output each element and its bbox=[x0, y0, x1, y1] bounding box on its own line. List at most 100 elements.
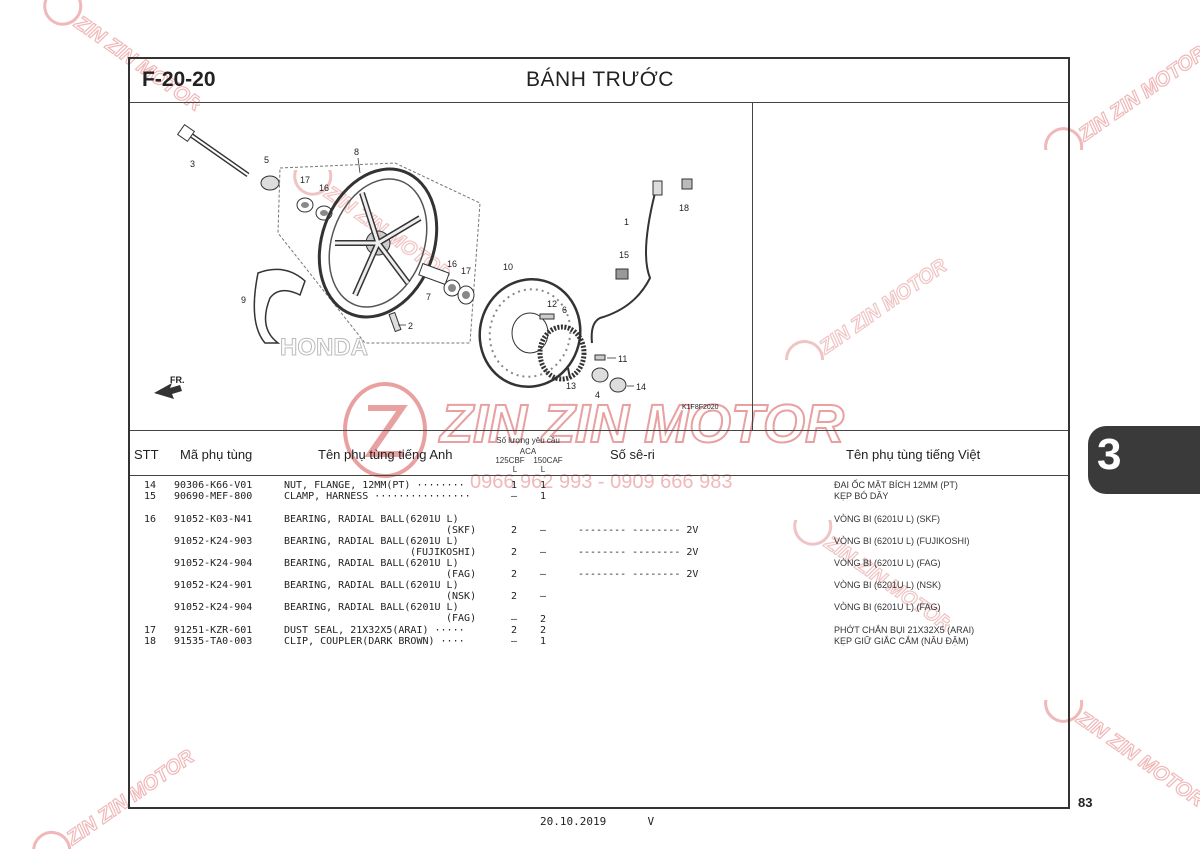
callout-16b: 16 bbox=[447, 259, 457, 269]
row-name-en: CLIP, COUPLER(DARK BROWN) ···· bbox=[284, 636, 465, 647]
row-name-vn: VÒNG BI (6201U L) (SKF) bbox=[834, 514, 941, 524]
row-sub: (FAG) bbox=[446, 569, 477, 580]
row-qty1: 2 bbox=[511, 591, 518, 602]
row-name-vn: KẸP GIỮ GIẮC CẮM (NÂU ĐẬM) bbox=[834, 636, 969, 646]
qty-header-sub1: L bbox=[512, 465, 518, 474]
row-name-vn: ĐAI ỐC MẶT BÍCH 12MM (PT) bbox=[834, 480, 958, 490]
col-header-stt: STT bbox=[134, 447, 159, 462]
chapter-tab[interactable] bbox=[1088, 426, 1200, 494]
row-part-no: 91052-K03-N41 bbox=[174, 514, 253, 525]
row-serial: -------- -------- 2V bbox=[578, 569, 699, 580]
row-qty2: 1 bbox=[540, 491, 547, 502]
row-part-no: 91052-K24-904 bbox=[174, 602, 253, 613]
row-name-en: BEARING, RADIAL BALL(6201U L) bbox=[284, 536, 459, 547]
callout-12: 12 bbox=[547, 299, 557, 309]
honda-wordmark: HONDA bbox=[280, 334, 368, 361]
row-name-vn: PHỚT CHẮN BỤI 21X32X5 (ARAI) bbox=[834, 625, 975, 635]
row-name-vn: KẸP BÓ DÂY bbox=[834, 491, 889, 501]
row-sub: (FUJIKOSHI) bbox=[410, 547, 477, 558]
row-serial: -------- -------- 2V bbox=[578, 525, 699, 536]
table-top-divider bbox=[130, 430, 1068, 431]
row-name-en: CLAMP, HARNESS ················ bbox=[284, 491, 471, 502]
callout-10: 10 bbox=[503, 262, 513, 272]
row-sub: (SKF) bbox=[446, 525, 477, 536]
row-name-vn: VÒNG BI (6201U L) (FAG) bbox=[834, 602, 941, 612]
callout-6: 6 bbox=[562, 305, 567, 315]
row-qty1: 1 bbox=[511, 480, 518, 491]
fr-direction-label: FR. bbox=[170, 375, 185, 385]
row-name-vn: VÒNG BI (6201U L) (NSK) bbox=[834, 580, 942, 590]
callout-17a: 17 bbox=[300, 175, 310, 185]
row-qty1: 2 bbox=[511, 525, 518, 536]
row-stt: 14 bbox=[144, 480, 157, 491]
row-name-en: BEARING, RADIAL BALL(6201U L) bbox=[284, 558, 459, 569]
row-sub: (FAG) bbox=[446, 613, 477, 624]
callout-1: 1 bbox=[624, 217, 629, 227]
row-stt: 17 bbox=[144, 625, 157, 636]
qty-header-title: Số lượng yêu cầu bbox=[496, 436, 560, 445]
callout-5: 5 bbox=[264, 155, 269, 165]
row-name-en: NUT, FLANGE, 12MM(PT) ········ bbox=[284, 480, 465, 491]
row-stt: 15 bbox=[144, 491, 157, 502]
callout-4: 4 bbox=[595, 390, 600, 400]
row-qty1: 2 bbox=[511, 625, 518, 636]
col-header-name-vn: Tên phụ tùng tiếng Việt bbox=[846, 447, 981, 462]
header-divider bbox=[130, 102, 1068, 103]
page-title: BÁNH TRƯỚC bbox=[526, 68, 674, 91]
row-qty1: 2 bbox=[511, 547, 518, 558]
row-qty1: – bbox=[511, 614, 518, 625]
diagram-ref-code: K1F8F2020 bbox=[682, 404, 719, 411]
row-part-no: 91052-K24-903 bbox=[174, 536, 253, 547]
row-part-no: 91052-K24-901 bbox=[174, 580, 253, 591]
callout-18: 18 bbox=[679, 203, 689, 213]
page-frame bbox=[128, 57, 1070, 809]
row-qty1: 2 bbox=[511, 569, 518, 580]
row-part-no: 91535-TA0-003 bbox=[174, 636, 253, 647]
callout-17b: 17 bbox=[461, 266, 471, 276]
row-name-vn: VÒNG BI (6201U L) (FAG) bbox=[834, 558, 941, 568]
callout-8: 8 bbox=[354, 147, 359, 157]
row-name-vn: VÒNG BI (6201U L) (FUJIKOSHI) bbox=[834, 536, 970, 546]
qty-header-sub2: L bbox=[540, 465, 546, 474]
svg-text:ZIN ZIN MOTOR: ZIN ZIN MOTOR bbox=[1074, 42, 1200, 147]
callout-14: 14 bbox=[636, 382, 646, 392]
row-name-en: BEARING, RADIAL BALL(6201U L) bbox=[284, 580, 459, 591]
page-number: 83 bbox=[1078, 795, 1093, 810]
chapter-number: 3 bbox=[1097, 430, 1122, 479]
row-part-no: 91052-K24-904 bbox=[174, 558, 253, 569]
footer-date: 20.10.2019 bbox=[540, 815, 607, 828]
row-qty2: – bbox=[540, 547, 547, 558]
row-sub: (NSK) bbox=[446, 591, 477, 602]
exploded-parts-diagram: 3 5 17 16 8 7 16 17 2 9 HONDA FR. 10 1 bbox=[154, 123, 719, 411]
qty-header-group: ACA bbox=[519, 447, 537, 456]
row-qty2: 1 bbox=[540, 636, 547, 647]
brake-disc bbox=[478, 278, 582, 388]
row-qty2: 2 bbox=[540, 625, 547, 636]
callout-13: 13 bbox=[566, 381, 576, 391]
axle-bolt bbox=[176, 123, 250, 178]
wheel-rim bbox=[317, 167, 439, 319]
callout-3: 3 bbox=[190, 159, 195, 169]
row-qty2: – bbox=[540, 569, 547, 580]
footer: 20.10.2019 V bbox=[540, 815, 654, 828]
row-part-no: 90306-K66-V01 bbox=[174, 480, 253, 491]
col-header-serial: Số sê-ri bbox=[610, 447, 655, 462]
qty-header-col1: 125CBF bbox=[495, 456, 525, 465]
diagram-code: F-20-20 bbox=[142, 68, 216, 91]
row-qty2: 1 bbox=[540, 480, 547, 491]
callout-9: 9 bbox=[241, 295, 246, 305]
table-header-divider bbox=[130, 475, 1068, 476]
col-header-part-no: Mã phụ tùng bbox=[180, 447, 253, 462]
row-name-en: BEARING, RADIAL BALL(6201U L) bbox=[284, 602, 459, 613]
callout-15: 15 bbox=[619, 250, 629, 260]
qty-header-col2: 150CAF bbox=[533, 456, 563, 465]
row-qty1: – bbox=[511, 491, 518, 502]
footer-version: V bbox=[647, 815, 655, 828]
row-name-en: DUST SEAL, 21X32X5(ARAI) ····· bbox=[284, 625, 465, 636]
diagram-divider bbox=[752, 103, 753, 430]
row-stt: 18 bbox=[144, 636, 157, 647]
row-qty1: – bbox=[511, 636, 518, 647]
callout-16a: 16 bbox=[319, 183, 329, 193]
row-part-no: 91251-KZR-601 bbox=[174, 625, 253, 636]
callout-11: 11 bbox=[618, 354, 627, 364]
